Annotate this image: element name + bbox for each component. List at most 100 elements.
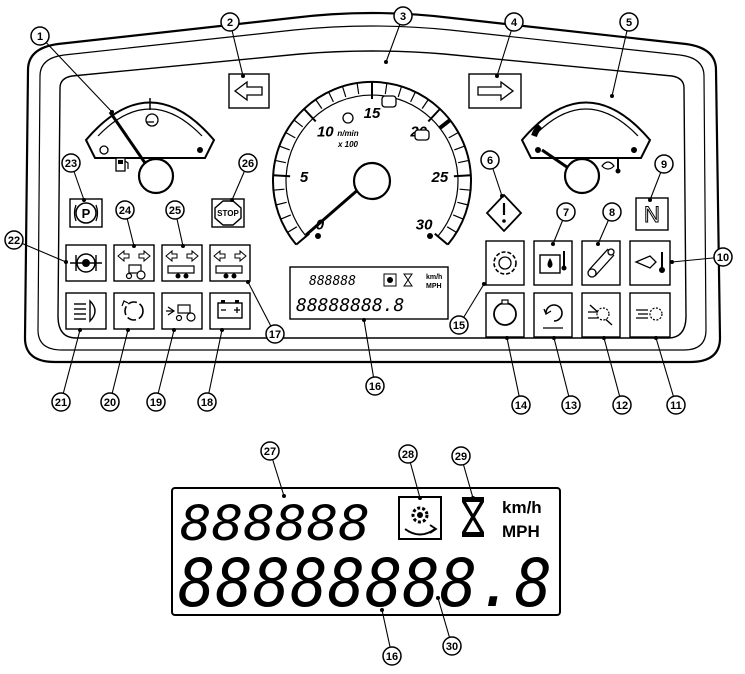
callout-number: 12 xyxy=(616,400,628,412)
callout-leader-end xyxy=(241,74,245,78)
callout-number: 24 xyxy=(119,205,132,217)
tachometer-number: 30 xyxy=(416,217,433,234)
belt-icon xyxy=(587,248,615,278)
coolant-temperature-icon xyxy=(601,158,621,174)
callout-leader-end xyxy=(172,328,176,332)
callout-leader xyxy=(655,337,677,406)
callout-number: 9 xyxy=(661,159,667,171)
callout-leader xyxy=(109,329,129,403)
transmission-icon xyxy=(493,251,517,275)
callout-number: 14 xyxy=(515,400,528,412)
callout-number: 11 xyxy=(670,400,682,412)
callout-circle xyxy=(393,6,413,26)
callout-circle xyxy=(713,247,733,267)
callout-number: 4 xyxy=(511,17,518,29)
transmission-indicator xyxy=(485,240,525,286)
tachometer-ticks xyxy=(273,82,471,246)
tachometer-tick xyxy=(410,91,416,103)
callout-circle xyxy=(666,395,686,415)
callout-leader xyxy=(603,337,623,406)
callout-number: 16 xyxy=(386,651,398,663)
callout-leader-end xyxy=(436,596,440,600)
stop-label: STOP xyxy=(217,209,239,218)
small-lcd-display: 888888 km/h MPH 88888888.8 xyxy=(289,266,449,320)
callout-number: 8 xyxy=(609,207,615,219)
callout-number: 30 xyxy=(446,641,458,653)
callout-circle xyxy=(30,26,50,46)
small-lcd-top-digits: 888888 xyxy=(309,274,356,289)
tachometer-redline-marker xyxy=(438,118,452,130)
fuel-filter-icon xyxy=(588,304,613,326)
fuel-gauge xyxy=(84,98,216,195)
callout-number: 5 xyxy=(626,17,632,29)
callout-number: 15 xyxy=(453,320,465,332)
callout-number: 27 xyxy=(264,446,276,458)
battery-indicator xyxy=(209,292,251,330)
callout-leader-end xyxy=(551,242,555,246)
callout-leader-end xyxy=(654,336,658,340)
callout-circle xyxy=(398,444,418,464)
callout-leader-end xyxy=(230,198,234,202)
turn-left-indicator xyxy=(228,73,270,109)
callout-leader-end xyxy=(78,328,82,332)
callout-leader-end xyxy=(596,242,600,246)
callout-circle xyxy=(51,392,71,412)
tachometer-number: 0 xyxy=(316,217,325,234)
diff-lock-icon xyxy=(70,253,102,273)
tachometer: 051015202530 n/min x 100 xyxy=(272,81,472,246)
callout-number: 17 xyxy=(269,329,281,341)
callout-number: 20 xyxy=(104,397,116,409)
engine-oil-icon xyxy=(381,95,397,108)
turn-left-arrow-icon xyxy=(233,80,263,102)
hourglass-icon xyxy=(462,497,484,537)
callout-circle xyxy=(556,202,576,222)
callout-number: 13 xyxy=(565,400,577,412)
parking-brake-icon: P xyxy=(69,198,103,228)
callout-leader-end xyxy=(384,60,388,64)
trailer-1-indicator xyxy=(161,244,203,282)
callout-leader-end xyxy=(126,328,130,332)
small-lcd-kmh: km/h xyxy=(426,274,442,281)
tachometer-tick xyxy=(280,214,292,220)
engine-warning-icon xyxy=(414,129,430,141)
trailer-1-indicator-icon xyxy=(165,249,199,279)
tachometer-tick xyxy=(397,86,403,98)
callout-number: 2 xyxy=(227,17,233,29)
callout-leader-end xyxy=(82,198,86,202)
gear-warning-icon xyxy=(543,304,563,329)
callout-number: 6 xyxy=(487,155,493,167)
tachometer-tick xyxy=(273,188,285,191)
tachometer-tick xyxy=(293,119,304,128)
tachometer-tick xyxy=(315,99,323,109)
hydraulic-oil-temperature-indicator xyxy=(533,240,573,286)
callout-leader xyxy=(60,329,81,403)
tachometer-tick xyxy=(328,91,334,103)
callout-leader-end xyxy=(362,318,366,322)
tachometer-tick xyxy=(273,174,291,178)
air-filter-icon xyxy=(636,307,663,321)
callout-circle xyxy=(61,153,81,173)
tachometer-tick xyxy=(452,214,464,220)
callout-circle xyxy=(4,230,24,250)
callout-circle xyxy=(602,202,622,222)
callout-leader-end xyxy=(482,282,486,286)
callout-leader-end xyxy=(500,194,504,198)
tachometer-number: 15 xyxy=(364,105,381,122)
tachometer-tick xyxy=(448,131,459,139)
callout-leader-end xyxy=(282,494,286,498)
callout-leader-end xyxy=(246,280,250,284)
callout-leader xyxy=(206,329,223,403)
callout-circle xyxy=(260,441,280,461)
tachometer-tick xyxy=(303,108,317,123)
tachometer-tick xyxy=(434,232,449,246)
coolant-temperature-warning-indicator xyxy=(629,240,671,286)
callout-circle xyxy=(365,376,385,396)
pto-indicator xyxy=(161,292,203,330)
tractor-turn-indicator xyxy=(113,244,155,282)
callout-leader-end xyxy=(64,260,68,264)
callout-circle xyxy=(451,446,471,466)
large-lcd-mph: MPH xyxy=(502,522,540,541)
hydraulic-oil-temperature-icon xyxy=(539,251,567,274)
callout-leader-end xyxy=(132,244,136,248)
